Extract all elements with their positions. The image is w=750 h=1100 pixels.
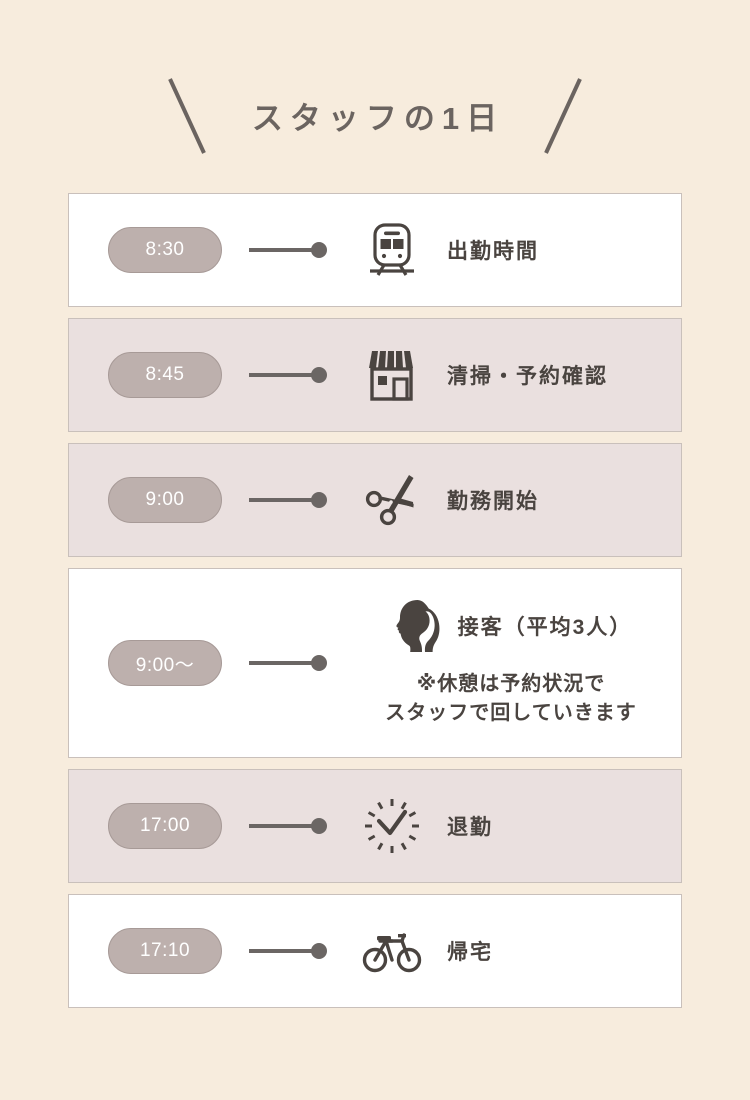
row-label: 接客（平均3人） [457, 616, 633, 639]
time-pill: 9:00〜 [108, 640, 222, 686]
connector-dot [311, 492, 327, 508]
title-block: スタッフの1日 [0, 62, 750, 170]
row-content: 接客（平均3人） ※休憩は予約状況で スタッフで回していきます [355, 598, 681, 728]
time-pill: 8:45 [108, 352, 222, 398]
connector-dot [311, 655, 327, 671]
page-title: スタッフの1日 [251, 100, 505, 136]
row-label: 清掃・予約確認 [447, 365, 608, 388]
connector-line [249, 498, 313, 502]
time-pill: 17:00 [108, 803, 222, 849]
time-pill: 9:00 [108, 477, 222, 523]
row-label: 出勤時間 [447, 240, 539, 263]
timeline-list: 8:30 出勤時間 [68, 193, 682, 1019]
connector-dot [311, 367, 327, 383]
row-note-line1: ※休憩は予約状況で [416, 673, 606, 695]
woman-head-icon [390, 598, 444, 654]
timeline-row[interactable]: 9:00〜 接客（平均3人） ※休憩は予約状況で スタッフで回していきます [68, 568, 682, 758]
train-icon [355, 222, 429, 278]
connector-dot [311, 818, 327, 834]
row-label: 帰宅 [447, 941, 493, 964]
timeline-row[interactable]: 9:00 勤務開始 [68, 443, 682, 557]
connector [249, 492, 327, 508]
connector [249, 943, 327, 959]
timeline-row[interactable]: 8:30 出勤時間 [68, 193, 682, 307]
time-pill: 17:10 [108, 928, 222, 974]
row-headline: 接客（平均3人） [390, 598, 633, 654]
shop-icon [355, 347, 429, 403]
row-note-line2: スタッフで回していきます [385, 702, 637, 724]
connector-dot [311, 242, 327, 258]
row-label: 退勤 [447, 816, 493, 839]
timeline-row[interactable]: 17:00 [68, 769, 682, 883]
clock-icon [355, 797, 429, 855]
connector-line [249, 248, 313, 252]
row-note: ※休憩は予約状況で スタッフで回していきます [385, 670, 636, 728]
timeline-row[interactable]: 8:45 清掃・予約 [68, 318, 682, 432]
connector [249, 367, 327, 383]
connector-line [249, 373, 313, 377]
connector [249, 818, 327, 834]
row-label: 勤務開始 [447, 490, 539, 513]
connector [249, 242, 327, 258]
connector-line [249, 949, 313, 953]
connector [249, 655, 327, 671]
bicycle-icon [355, 927, 429, 975]
connector-line [249, 661, 313, 665]
right-slash-icon [540, 75, 586, 157]
left-slash-icon [164, 75, 210, 157]
time-pill: 8:30 [108, 227, 222, 273]
timeline-row[interactable]: 17:10 帰宅 [68, 894, 682, 1008]
scissors-icon [355, 471, 429, 529]
connector-dot [311, 943, 327, 959]
connector-line [249, 824, 313, 828]
